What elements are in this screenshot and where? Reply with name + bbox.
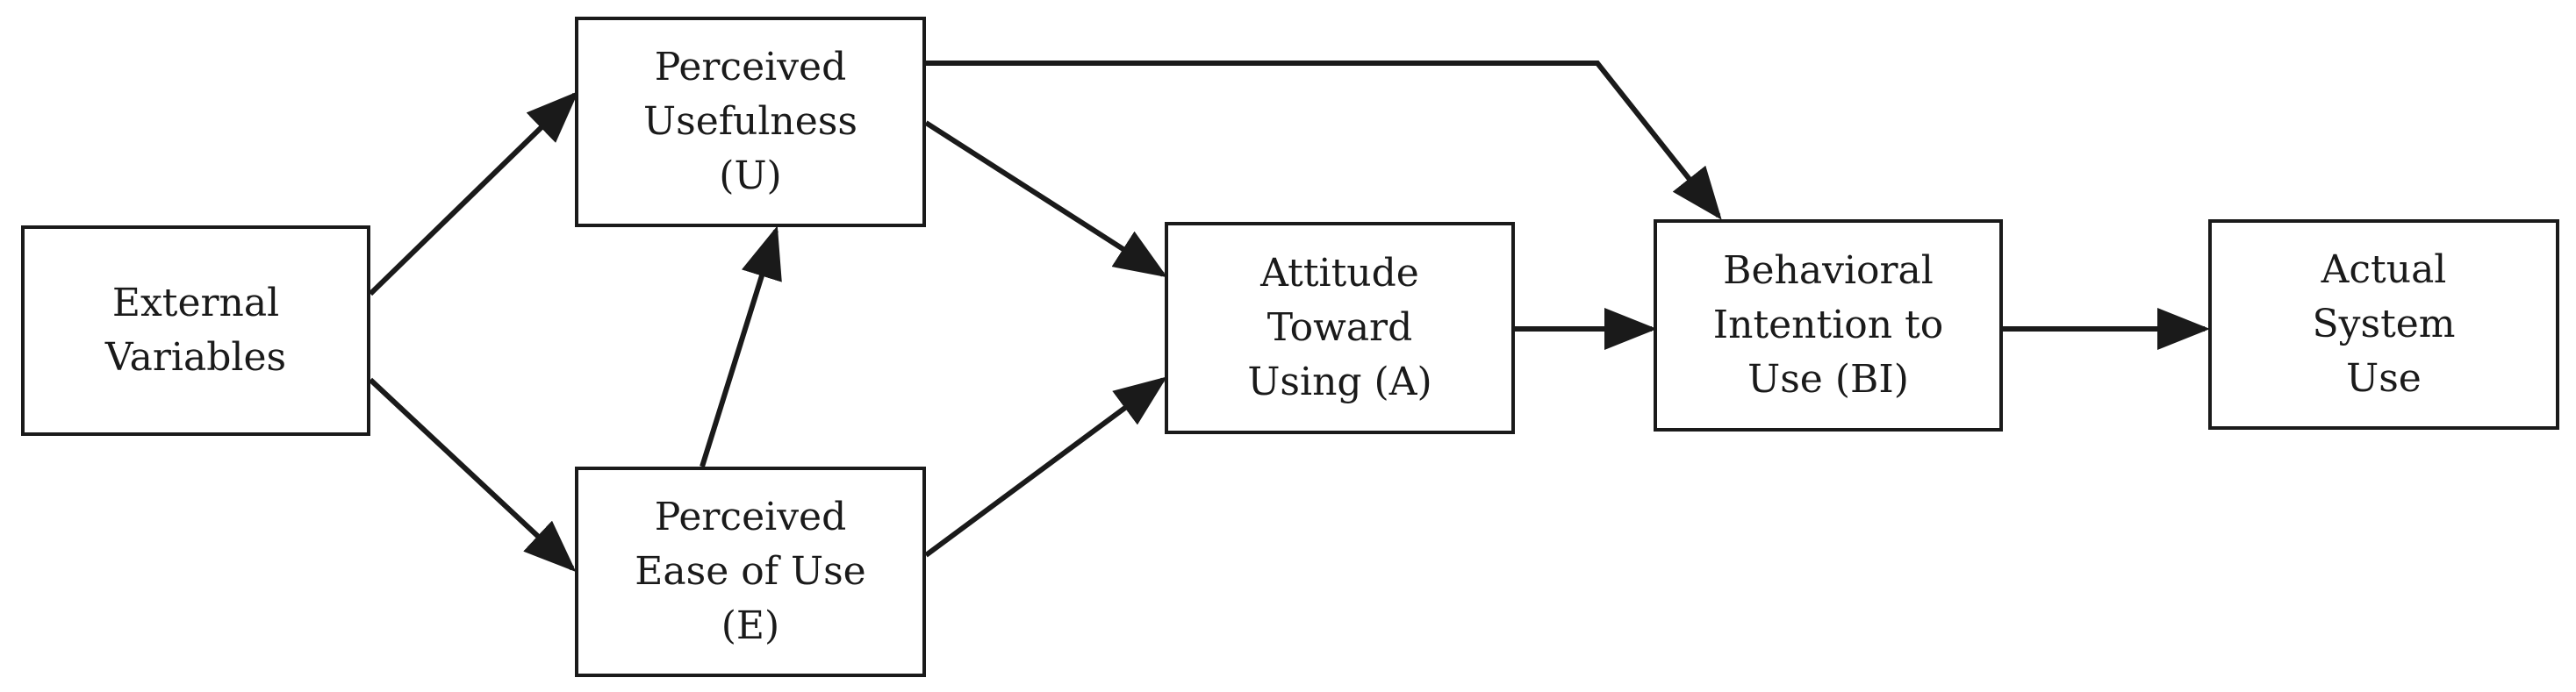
external-variables-line-1: External [111, 281, 280, 325]
attitude-toward-using-line-2: Toward [1266, 305, 1413, 350]
perceived-usefulness-line-1: Perceived [654, 45, 847, 89]
actual-system-use-box: Actual System Use [2208, 219, 2559, 430]
perceived-ease-of-use-line-2: Ease of Use [635, 549, 866, 594]
attitude-toward-using-box: Attitude Toward Using (A) [1165, 222, 1515, 434]
behavioral-intention-line-1: Behavioral [1723, 248, 1934, 293]
arrow-external-to-usefulness [368, 90, 579, 296]
behavioral-intention-line-3: Use (BI) [1747, 357, 1909, 402]
behavioral-intention-box: Behavioral Intention to Use (BI) [1654, 219, 2003, 432]
external-variables-box: External Variables [21, 225, 370, 436]
perceived-ease-of-use-box: Perceived Ease of Use (E) [575, 467, 926, 677]
actual-system-use-line-3: Use [2346, 356, 2422, 401]
actual-system-use-line-1: Actual [2321, 247, 2447, 292]
external-variables-line-2: Variables [104, 335, 287, 380]
arrow-usefulness-to-intention [926, 61, 1722, 220]
arrow-external-to-ease [368, 377, 577, 573]
perceived-usefulness-line-3: (U) [719, 153, 782, 198]
behavioral-intention-line-2: Intention to [1712, 303, 1944, 347]
attitude-toward-using-line-1: Attitude [1260, 251, 1419, 296]
arrow-ease-to-usefulness [700, 225, 782, 467]
perceived-ease-of-use-line-3: (E) [721, 603, 780, 648]
perceived-usefulness-box: Perceived Usefulness (U) [575, 17, 926, 227]
arrow-ease-to-attitude [924, 376, 1167, 558]
perceived-ease-of-use-line-1: Perceived [654, 495, 847, 539]
actual-system-use-line-2: System [2312, 302, 2456, 346]
perceived-usefulness-line-2: Usefulness [643, 99, 857, 144]
arrow-usefulness-to-attitude [924, 120, 1168, 278]
attitude-toward-using-line-3: Using (A) [1247, 360, 1432, 404]
